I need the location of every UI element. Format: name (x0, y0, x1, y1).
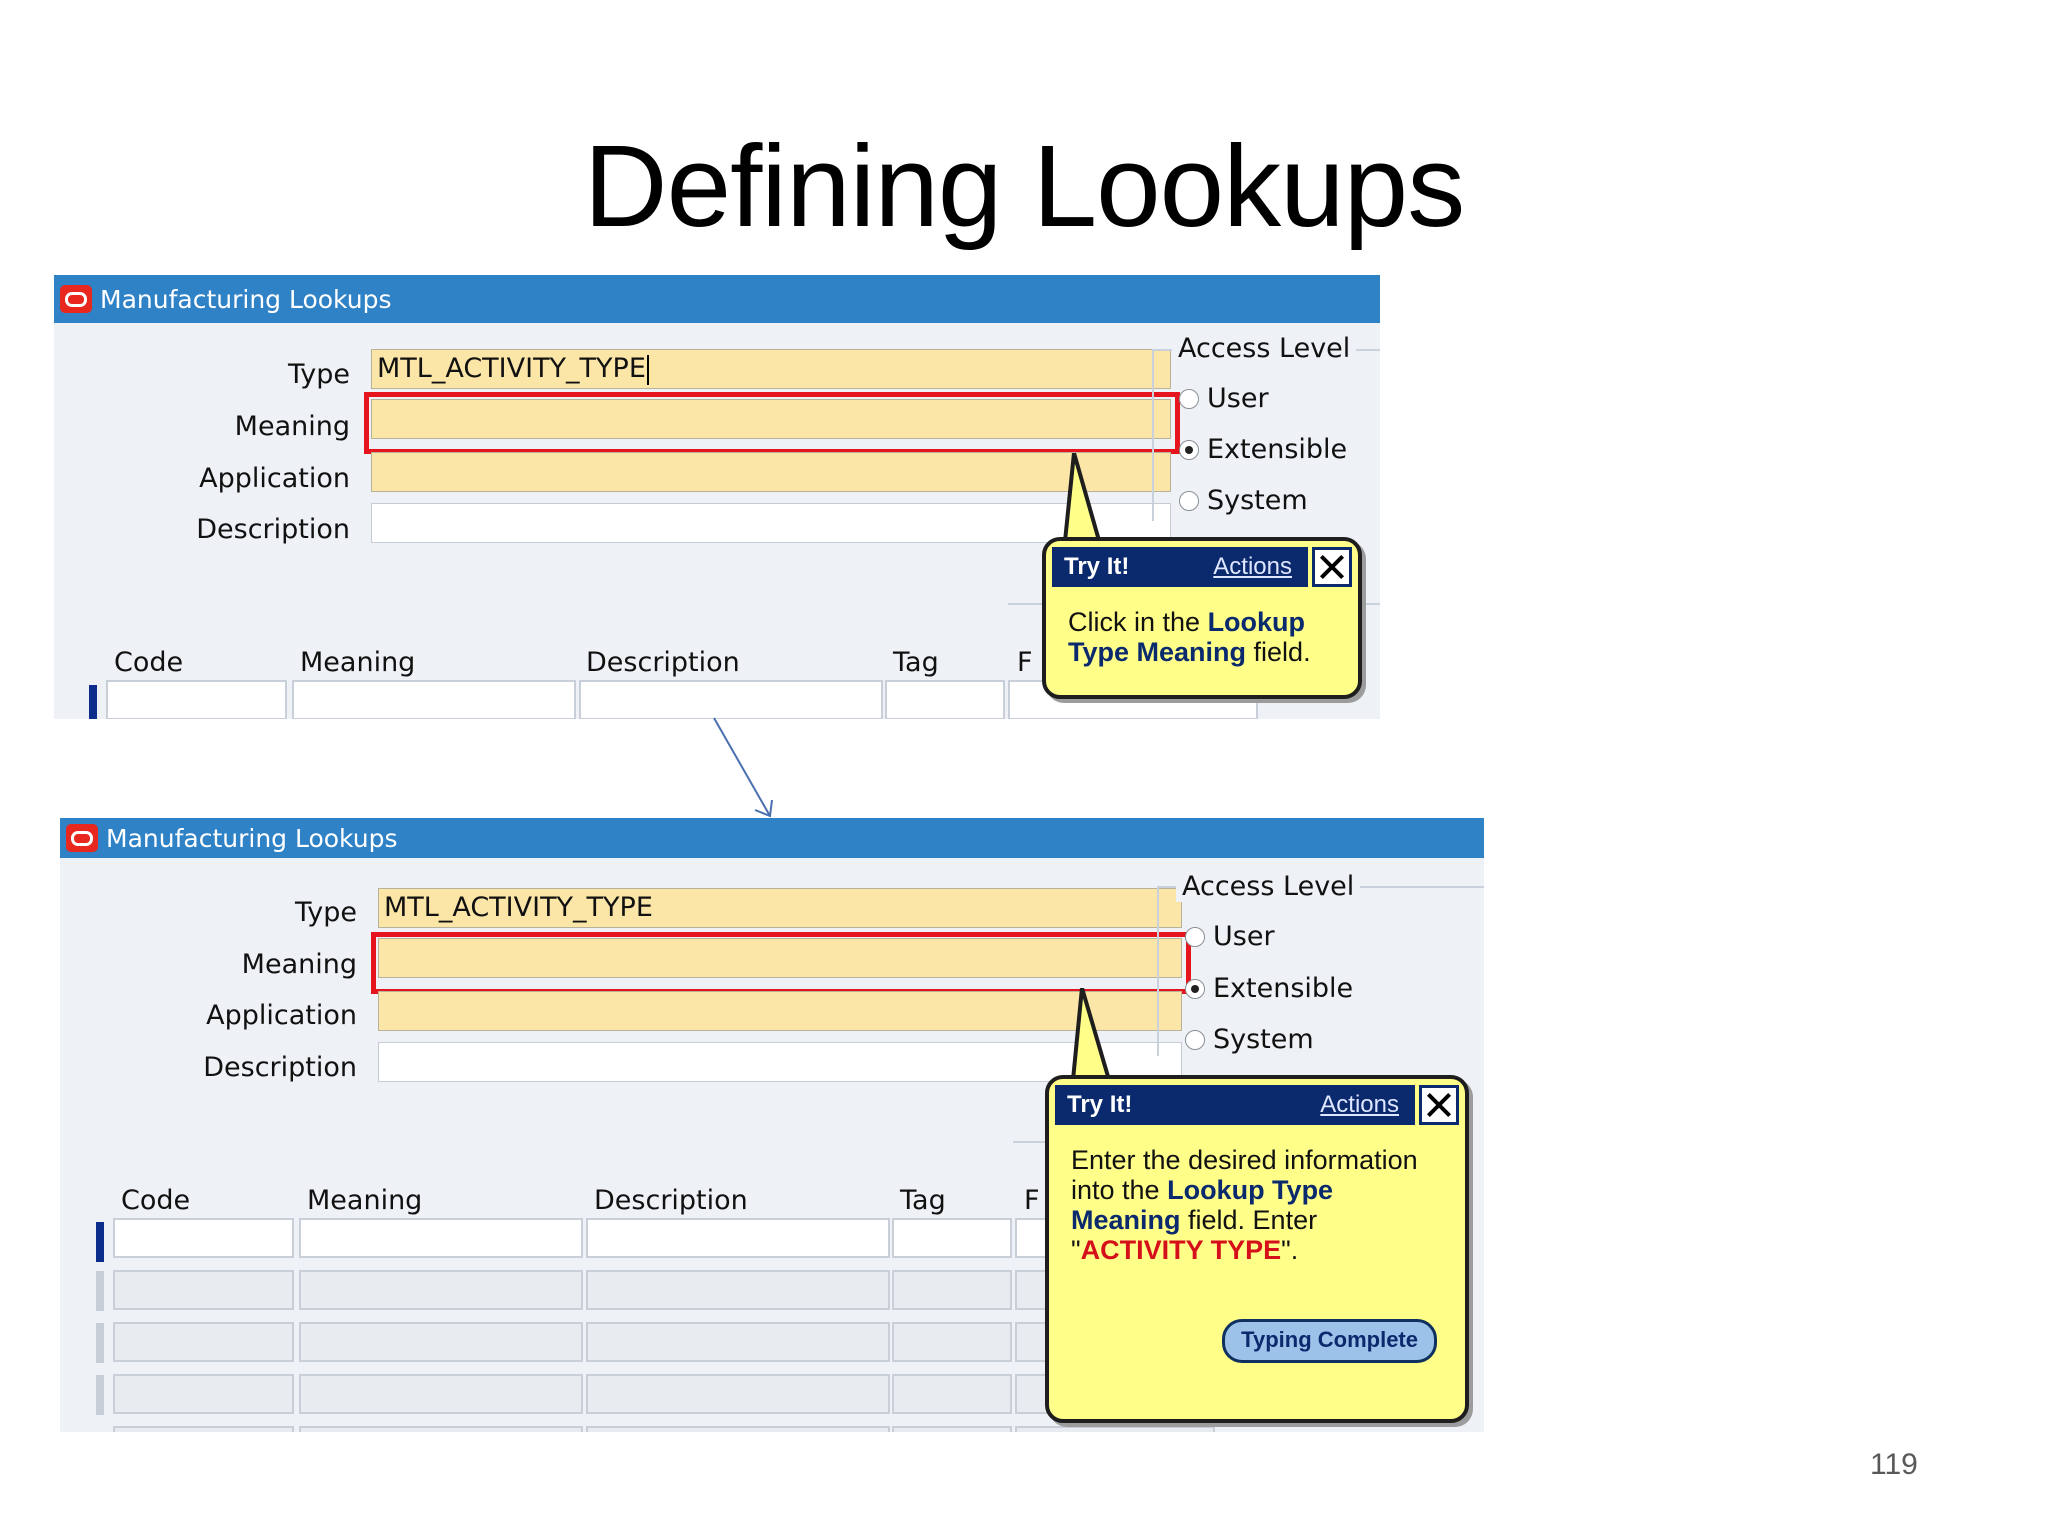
row-indicator (96, 1323, 104, 1363)
column-header-f: F (1024, 1185, 1040, 1216)
column-header-f: F (1017, 647, 1033, 678)
table-cell-description[interactable] (586, 1426, 890, 1432)
window-titlebar: Manufacturing Lookups (60, 818, 1484, 858)
table-cell-meaning[interactable] (299, 1374, 583, 1414)
table-cell-description[interactable] (586, 1322, 890, 1362)
description-label: Description (203, 1052, 357, 1083)
radio-extensible[interactable]: Extensible (1185, 973, 1353, 1004)
column-header-meaning: Meaning (300, 647, 416, 678)
table-cell-tag[interactable] (892, 1374, 1012, 1414)
radio-extensible-icon (1185, 978, 1205, 999)
table-cell-f[interactable] (1015, 1426, 1215, 1432)
row-indicator (96, 1271, 104, 1311)
table-cell-meaning[interactable] (299, 1218, 583, 1258)
table-cell-description[interactable] (586, 1218, 890, 1258)
radio-system-icon (1185, 1029, 1205, 1050)
description-label: Description (196, 514, 350, 545)
oracle-logo-icon (60, 285, 92, 313)
close-icon[interactable] (1419, 1085, 1459, 1125)
flow-arrow (713, 717, 773, 818)
window-title: Manufacturing Lookups (106, 823, 398, 853)
column-header-tag: Tag (893, 647, 939, 678)
table-cell-description[interactable] (579, 680, 883, 719)
access-level-title: Access Level (1172, 333, 1357, 364)
window-titlebar: Manufacturing Lookups (54, 275, 1380, 323)
table-cell-description[interactable] (586, 1270, 890, 1310)
meaning-label: Meaning (234, 411, 350, 442)
radio-system-icon (1179, 490, 1199, 511)
radio-user-icon (1179, 388, 1199, 409)
table-cell-code[interactable] (113, 1426, 294, 1432)
meaning-field-highlight (364, 392, 1180, 454)
callout-message: Click in the Lookup Type Meaning field. (1068, 607, 1311, 667)
radio-extensible[interactable]: Extensible (1179, 434, 1347, 465)
description-field[interactable] (378, 1042, 1182, 1082)
column-header-code: Code (114, 647, 184, 678)
table-cell-tag[interactable] (892, 1270, 1012, 1310)
table-cell-meaning[interactable] (299, 1322, 583, 1362)
table-cell-code[interactable] (113, 1218, 294, 1258)
table-cell-tag[interactable] (885, 680, 1005, 719)
type-label: Type (294, 897, 357, 928)
column-header-meaning: Meaning (307, 1185, 423, 1216)
radio-user[interactable]: User (1185, 921, 1275, 952)
page-number: 119 (1870, 1448, 1918, 1481)
table-cell-meaning[interactable] (292, 680, 576, 719)
table-cell-meaning[interactable] (299, 1270, 583, 1310)
type-field[interactable]: MTL_ACTIVITY_TYPE (378, 888, 1182, 928)
actions-link[interactable]: Actions (1213, 553, 1292, 580)
column-header-description: Description (594, 1185, 748, 1216)
meaning-field[interactable] (371, 399, 1171, 439)
text-caret (646, 354, 649, 385)
type-field[interactable]: MTL_ACTIVITY_TYPE (371, 349, 1171, 389)
table-cell-tag[interactable] (892, 1218, 1012, 1258)
table-cell-code[interactable] (106, 680, 287, 719)
table-cell-code[interactable] (113, 1322, 294, 1362)
typing-complete-button[interactable]: Typing Complete (1222, 1319, 1437, 1363)
table-cell-tag[interactable] (892, 1426, 1012, 1432)
access-level-title: Access Level (1176, 871, 1361, 902)
description-field[interactable] (371, 503, 1171, 543)
application-field[interactable] (371, 452, 1171, 492)
actions-link[interactable]: Actions (1320, 1091, 1399, 1118)
meaning-label: Meaning (241, 949, 357, 980)
application-label: Application (199, 463, 350, 494)
application-field[interactable] (378, 991, 1182, 1031)
screenshot-top: Manufacturing Lookups Type MTL_ACTIVITY_… (54, 275, 1380, 719)
meaning-field-highlight (371, 932, 1191, 994)
callout-top: Try It!Actions Click in the Lookup Type … (1042, 537, 1362, 699)
callout-message: Enter the desired information into the L… (1071, 1145, 1418, 1265)
type-label: Type (287, 359, 350, 390)
radio-system[interactable]: System (1185, 1024, 1314, 1055)
column-header-description: Description (586, 647, 740, 678)
radio-extensible-icon (1179, 439, 1199, 460)
oracle-logo-icon (66, 824, 98, 852)
current-row-indicator (89, 685, 97, 719)
screenshot-bottom: Manufacturing Lookups Type MTL_ACTIVITY_… (60, 818, 1484, 1432)
callout-bottom: Try It!Actions Enter the desired informa… (1045, 1075, 1469, 1423)
table-cell-description[interactable] (586, 1374, 890, 1414)
radio-user[interactable]: User (1179, 383, 1269, 414)
table-cell-code[interactable] (113, 1270, 294, 1310)
application-label: Application (206, 1000, 357, 1031)
table-cell-meaning[interactable] (299, 1426, 583, 1432)
radio-system[interactable]: System (1179, 485, 1308, 516)
table-cell-code[interactable] (113, 1374, 294, 1414)
table-cell-tag[interactable] (892, 1322, 1012, 1362)
column-header-code: Code (121, 1185, 191, 1216)
radio-user-icon (1185, 926, 1205, 947)
column-header-tag: Tag (900, 1185, 946, 1216)
callout-header: Try It!Actions (1052, 547, 1308, 587)
window-title: Manufacturing Lookups (100, 284, 392, 314)
slide-title: Defining Lookups (583, 121, 1465, 251)
row-indicator (96, 1375, 104, 1415)
current-row-indicator (96, 1222, 104, 1262)
meaning-field[interactable] (378, 938, 1182, 978)
close-icon[interactable] (1312, 547, 1352, 587)
callout-header: Try It!Actions (1055, 1085, 1415, 1125)
